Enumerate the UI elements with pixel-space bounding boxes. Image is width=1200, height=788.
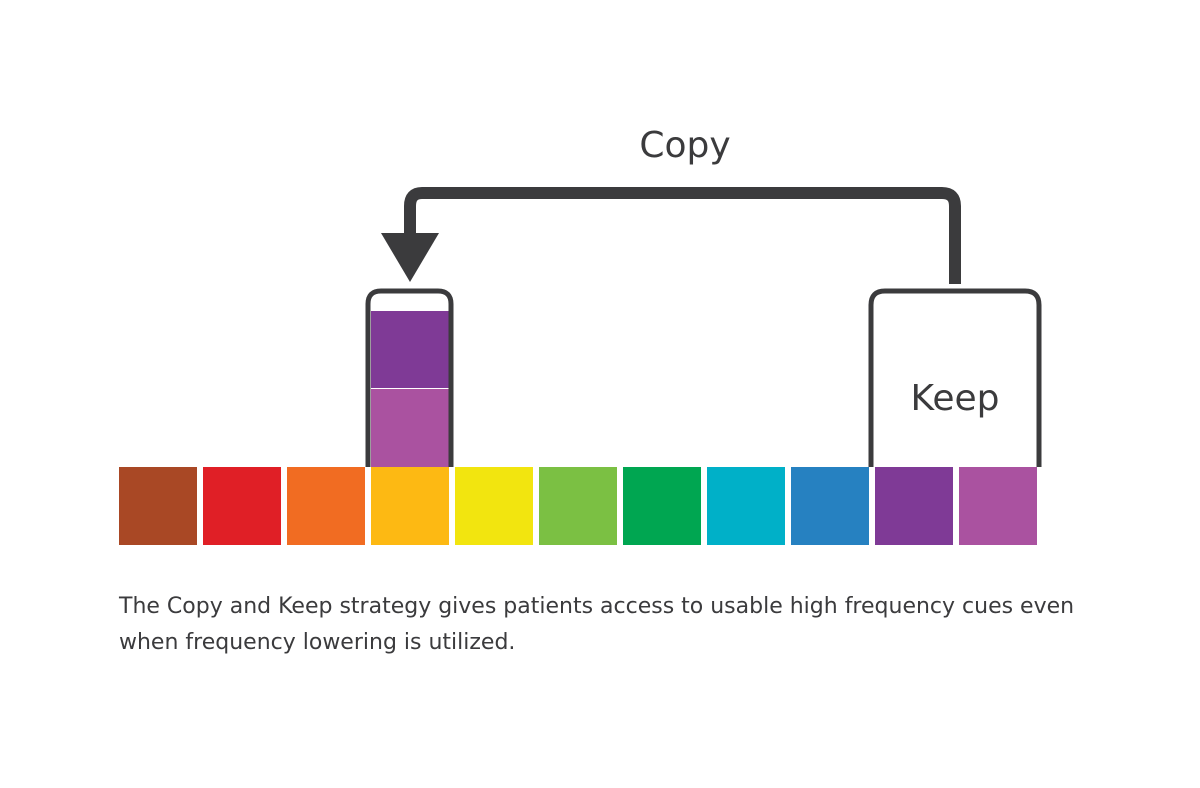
- frequency-band-5: [455, 467, 533, 545]
- frequency-band-8: [707, 467, 785, 545]
- frequency-band-1: [119, 467, 197, 545]
- copied-bands-stack: [371, 311, 449, 467]
- frequency-band-10: [875, 467, 953, 545]
- frequency-band-3: [287, 467, 365, 545]
- frequency-band-2: [203, 467, 281, 545]
- frequency-band-row: [119, 467, 1037, 545]
- copy-arrow-line: [404, 187, 961, 284]
- frequency-band-4: [371, 467, 449, 545]
- copy-target-outline: [365, 288, 454, 467]
- figure-caption: The Copy and Keep strategy gives patient…: [119, 589, 1079, 661]
- caption-line-1: The Copy and Keep strategy gives patient…: [119, 594, 1075, 619]
- copy-label: Copy: [639, 125, 730, 166]
- frequency-band-7: [623, 467, 701, 545]
- frequency-band-11: [959, 467, 1037, 545]
- keep-bracket-outline: [868, 288, 1042, 467]
- caption-line-2: when frequency lowering is utilized.: [119, 630, 516, 655]
- copied-band-1: [371, 311, 449, 388]
- frequency-band-6: [539, 467, 617, 545]
- copy-arrow-head: [381, 233, 439, 282]
- frequency-band-9: [791, 467, 869, 545]
- copied-band-2: [371, 389, 449, 467]
- keep-label: Keep: [911, 378, 1000, 419]
